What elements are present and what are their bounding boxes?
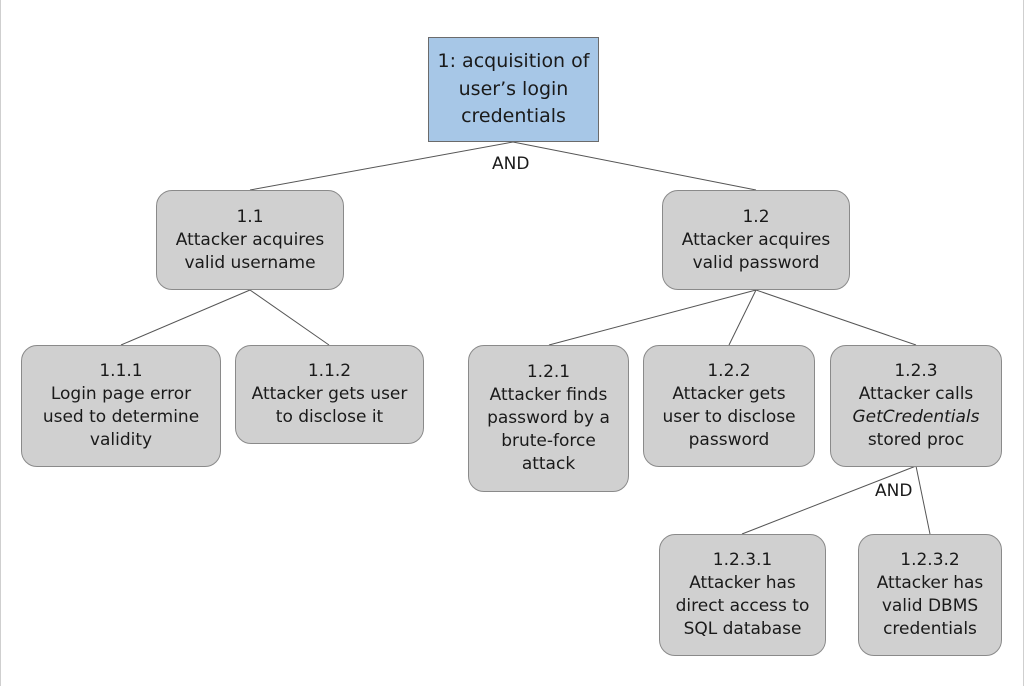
edge-1-2-3-to-1-2-3-2 xyxy=(915,465,931,535)
node-text-line: 1: acquisition of xyxy=(437,50,590,73)
node-text-line: valid DBMS xyxy=(881,596,979,616)
node-text-line: Attacker acquires xyxy=(175,229,325,250)
node-text-line-italic: GetCredentials xyxy=(852,407,980,427)
node-text-line: user’s login xyxy=(458,77,569,100)
node-text-line: to disclose it xyxy=(275,407,384,427)
node-text-line: Attacker gets user xyxy=(251,384,408,404)
node-text-line: Attacker gets xyxy=(672,384,786,404)
node-id: 1.2.3 xyxy=(894,361,938,381)
node-1-1: 1.1 Attacker acquires valid username xyxy=(156,190,344,290)
node-text-line: Attacker acquires xyxy=(681,229,831,250)
node-id: 1.2.3.1 xyxy=(712,550,773,570)
node-id: 1.2.1 xyxy=(526,362,571,382)
edge-1-2-to-1-2-1 xyxy=(548,289,757,346)
edge-1-2-to-1-2-3 xyxy=(755,289,917,346)
node-text-line: attack xyxy=(521,454,576,474)
node-1-2-3-1: 1.2.3.1 Attacker has direct access to SQ… xyxy=(659,534,826,656)
node-1-2-1: 1.2.1 Attacker finds password by a brute… xyxy=(468,345,629,492)
node-id: 1.1.1 xyxy=(99,361,143,381)
node-text-line: Attacker calls xyxy=(858,384,974,404)
node-text-line: credentials xyxy=(461,105,566,128)
node-text-line: stored proc xyxy=(867,430,965,450)
root-goal-node: 1: acquisition of user’s login credentia… xyxy=(428,37,599,142)
edge-root-to-1-2 xyxy=(512,141,757,191)
node-1-2-3-2: 1.2.3.2 Attacker has valid DBMS credenti… xyxy=(858,534,1002,656)
node-id: 1.2.2 xyxy=(707,361,751,381)
edge-1-2-3-to-1-2-3-1 xyxy=(741,465,917,535)
node-text-line: Login page error xyxy=(50,384,192,404)
node-id: 1.2.3.2 xyxy=(900,550,960,570)
edge-1-1-to-1-1-2 xyxy=(249,289,330,346)
edge-root-to-1-1 xyxy=(249,141,514,191)
node-text-line: SQL database xyxy=(683,619,802,639)
node-text-line: valid password xyxy=(692,252,820,273)
edge-1-1-to-1-1-1 xyxy=(120,289,251,346)
node-id: 1.1.2 xyxy=(307,361,352,381)
node-text-line: valid username xyxy=(184,252,316,273)
node-1-2: 1.2 Attacker acquires valid password xyxy=(662,190,850,290)
node-id: 1.2 xyxy=(742,206,770,227)
node-1-1-1: 1.1.1 Login page error used to determine… xyxy=(21,345,221,467)
and-gate-label-root: AND xyxy=(492,154,530,174)
node-1-2-3: 1.2.3 Attacker calls GetCredentials stor… xyxy=(830,345,1002,467)
node-text-line: validity xyxy=(89,430,153,450)
node-text-line: brute-force xyxy=(501,431,596,451)
node-1-2-2: 1.2.2 Attacker gets user to disclose pas… xyxy=(643,345,815,467)
node-text-line: direct access to xyxy=(675,596,810,616)
node-text-line: Attacker has xyxy=(876,573,984,593)
node-text-line: user to disclose xyxy=(662,407,796,427)
node-text-line: Attacker has xyxy=(689,573,796,593)
edge-1-2-to-1-2-2 xyxy=(728,289,757,346)
node-text-line: password by a xyxy=(487,408,610,428)
node-text-line: credentials xyxy=(883,619,977,639)
node-text-line: password xyxy=(688,430,770,450)
node-text-line: used to determine xyxy=(42,407,200,427)
node-text-line: Attacker finds xyxy=(489,385,608,405)
and-gate-label-1-2-3: AND xyxy=(875,481,913,501)
node-1-1-2: 1.1.2 Attacker gets user to disclose it xyxy=(235,345,424,444)
node-id: 1.1 xyxy=(236,206,264,227)
